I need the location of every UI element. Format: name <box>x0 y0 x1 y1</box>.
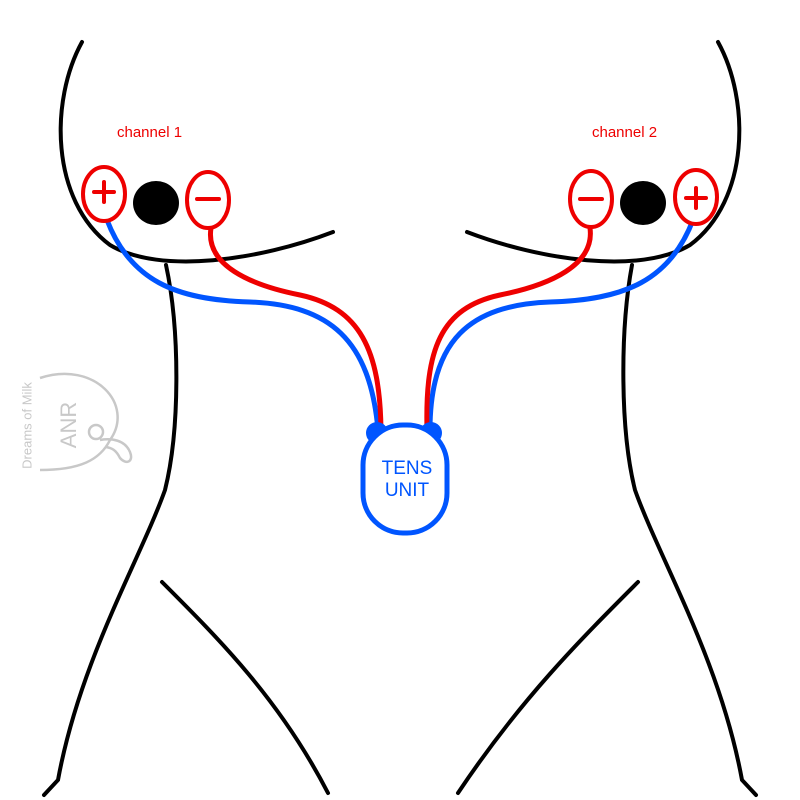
right-breast-outline <box>465 40 742 264</box>
tens-unit-label: TENS UNIT <box>362 458 452 502</box>
ch1-negative-wire <box>208 225 384 433</box>
plus-icon <box>92 180 116 204</box>
watermark-logo-icon <box>39 372 133 472</box>
left-torso-line <box>42 263 179 797</box>
ch2-positive-wire <box>427 217 696 433</box>
ch2-negative-wire <box>424 225 593 433</box>
plus-icon <box>684 186 708 210</box>
channel-1-label: channel 1 <box>117 124 183 141</box>
tens-unit-body <box>360 422 450 536</box>
left-thigh-line <box>160 580 330 795</box>
channel-2-label: channel 2 <box>592 124 658 141</box>
right-nipple <box>620 181 666 225</box>
right-thigh-line <box>456 580 640 795</box>
watermark-line2: ANR <box>56 401 81 449</box>
tens-unit-line2: UNIT <box>384 480 430 501</box>
watermark-line1: Dreams of Milk <box>19 382 35 469</box>
left-nipple <box>133 181 179 225</box>
right-torso-line <box>621 263 758 797</box>
ch1-positive-wire <box>104 217 381 433</box>
tens-unit-line1: TENS <box>381 458 433 479</box>
left-breast-outline <box>58 40 335 264</box>
